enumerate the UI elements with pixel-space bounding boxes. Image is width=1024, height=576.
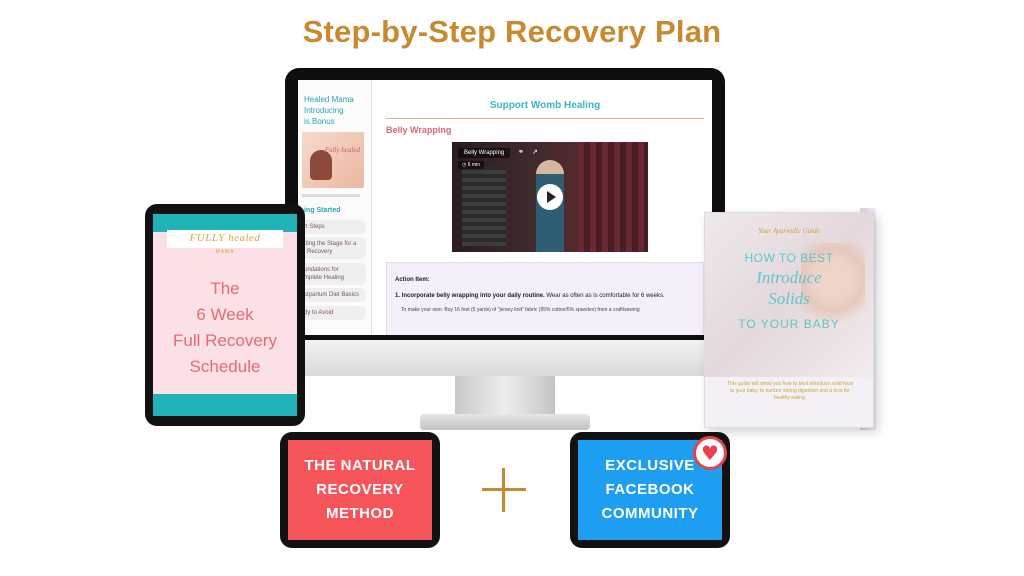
- schedule-tablet: FULLY healed MAMA The 6 Week Full Recove…: [145, 204, 305, 426]
- book-cover-photo: [705, 213, 873, 377]
- monitor-stand-foot: [420, 414, 590, 430]
- facebook-community-tablet: EXCLUSIVE FACEBOOK COMMUNITY: [570, 432, 730, 548]
- sidebar-item[interactable]: tting the Stage for a l Recovery: [300, 237, 366, 259]
- book-description: This guide will show you how to best int…: [727, 381, 853, 401]
- schedule-tablet-screen: FULLY healed MAMA The 6 Week Full Recove…: [153, 214, 297, 416]
- video-player[interactable]: Belly Wrapping ◷ 6 min ⚭ ↗: [452, 142, 648, 252]
- monitor-screen: Healed Mama Introducing is Bonus Fully h…: [298, 80, 712, 335]
- course-progress-bar: [302, 194, 360, 197]
- action-item-step: 1. Incorporate belly wrapping into your …: [395, 293, 695, 299]
- book-to-your-baby: TO YOUR BABY: [738, 317, 840, 331]
- action-item-box: Action Item: 1. Incorporate belly wrappi…: [386, 262, 704, 335]
- title-divider: [386, 118, 704, 119]
- sidebar-item[interactable]: stpartum Diet Basics: [300, 288, 366, 302]
- play-icon[interactable]: [537, 184, 563, 210]
- monitor-chin: [285, 340, 725, 376]
- action-step-bold: 1. Incorporate belly wrapping into your …: [395, 293, 545, 299]
- share-icon[interactable]: ⚭: [518, 149, 524, 156]
- action-item-bullet: To make your own: Buy 16 feet (5 yards) …: [401, 307, 640, 313]
- schedule-title: The 6 Week Full Recovery Schedule: [153, 276, 297, 380]
- course-sidebar: Healed Mama Introducing is Bonus Fully h…: [298, 80, 372, 335]
- page-title: Support Womb Healing: [489, 100, 601, 111]
- sidebar-title: Healed Mama Introducing is Bonus: [304, 95, 354, 126]
- video-backdrop-panel: [462, 166, 506, 246]
- tablet-bottom-bar: [153, 394, 297, 416]
- solids-guide-book: Your Ayurvedic Guide HOW TO BEST Introdu…: [704, 212, 874, 428]
- sidebar-thumbnail[interactable]: Fully healed: [302, 132, 364, 188]
- thumbnail-text: Fully healed: [324, 146, 360, 154]
- sidebar-section-label: ing Started: [304, 207, 341, 214]
- book-guide-label: Your Ayurvedic Guide: [758, 227, 820, 235]
- tablet-brand: FULLY healed: [189, 232, 261, 244]
- lesson-title: Belly Wrapping: [386, 125, 452, 135]
- clock-icon: ◷: [462, 162, 467, 168]
- natural-recovery-label: THE NATURAL RECOVERY METHOD: [288, 440, 432, 540]
- tablet-top-bar: [153, 214, 297, 232]
- tablet-ribbon: [167, 230, 283, 248]
- action-item-label: Action Item:: [395, 277, 430, 283]
- book-baby-image: [801, 243, 865, 333]
- schedule-line: 6 Week: [196, 305, 254, 324]
- sidebar-item[interactable]: rt Steps: [300, 220, 366, 234]
- schedule-line: Full Recovery: [173, 331, 277, 350]
- schedule-line: Schedule: [189, 357, 261, 376]
- video-backdrop-curtain: [578, 142, 648, 252]
- video-title-label: Belly Wrapping: [458, 148, 511, 158]
- headline: Step-by-Step Recovery Plan: [302, 14, 722, 49]
- monitor-stand-neck: [455, 376, 555, 420]
- book-how-to: HOW TO BEST: [744, 251, 834, 265]
- sidebar-item[interactable]: dy to Avoid: [300, 306, 366, 320]
- video-duration-text: 6 min: [467, 162, 480, 168]
- sidebar-item[interactable]: undations for mplete Healing: [300, 263, 366, 285]
- action-step-rest: Wear as often as is comfortable for 6 we…: [544, 293, 665, 299]
- natural-recovery-tablet: THE NATURAL RECOVERY METHOD: [280, 432, 440, 548]
- tablet-brand-sub: MAMA: [215, 249, 235, 255]
- schedule-line: The: [210, 279, 240, 298]
- book-title: Introduce Solids: [756, 268, 822, 308]
- thumbnail-person: [310, 150, 332, 180]
- video-duration: ◷ 6 min: [458, 161, 484, 169]
- link-icon[interactable]: ↗: [532, 149, 538, 156]
- plus-icon: [482, 468, 526, 512]
- heart-icon: [693, 436, 727, 470]
